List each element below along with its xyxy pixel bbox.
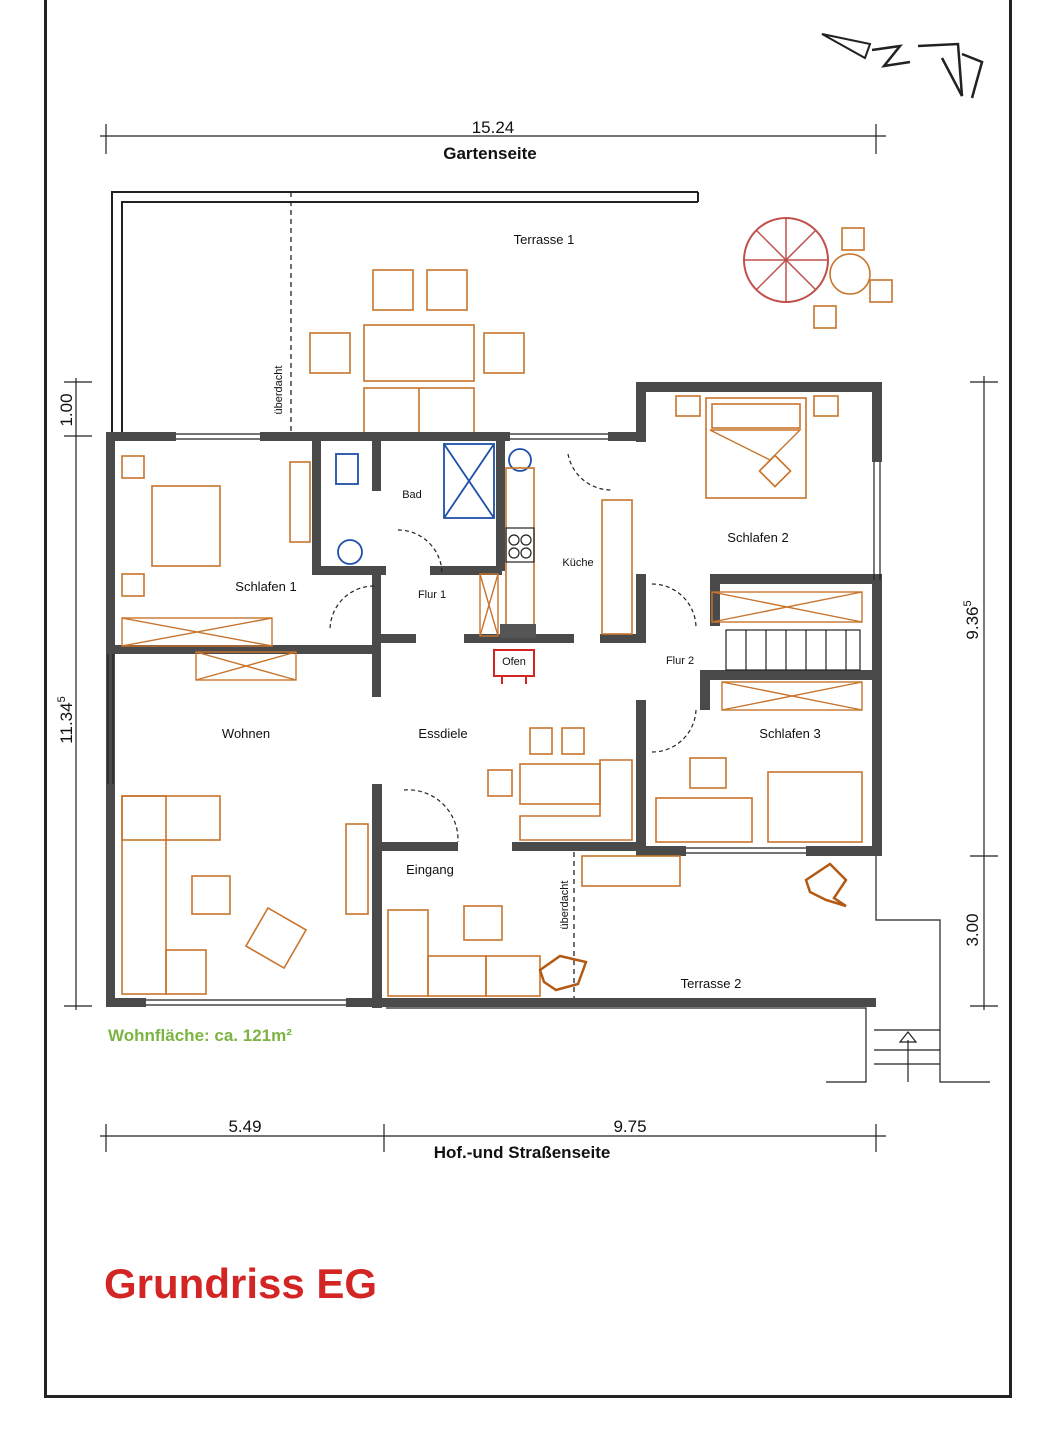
terrace-1-outline	[111, 191, 699, 436]
room-ofen: Ofen	[502, 656, 526, 668]
parasol-icon	[743, 217, 893, 329]
plan-title: Grundriss EG	[104, 1260, 377, 1307]
walls	[106, 382, 882, 1008]
room-schlafen-3: Schlafen 3	[759, 726, 820, 741]
dining-furniture	[487, 727, 633, 841]
dim-left-top: 1.00	[57, 393, 76, 426]
covered-label-1: überdacht	[273, 366, 285, 415]
doors	[329, 453, 697, 843]
north-arrow-icon	[821, 33, 984, 99]
room-wohnen: Wohnen	[222, 726, 270, 741]
room-flur-2: Flur 2	[666, 655, 694, 667]
covered-label-2: überdacht	[559, 881, 571, 930]
furniture-schlafen-3	[655, 681, 863, 843]
windows	[107, 433, 881, 1006]
room-schlafen-1: Schlafen 1	[235, 579, 296, 594]
room-bad: Bad	[402, 489, 422, 501]
room-schlafen-2: Schlafen 2	[727, 530, 788, 545]
dim-right-width: 9.75	[613, 1117, 646, 1136]
room-essdiele: Essdiele	[418, 726, 467, 741]
kitchen-units	[479, 467, 633, 638]
drawing-frame	[44, 0, 1012, 1398]
dim-left-width: 5.49	[228, 1117, 261, 1136]
dim-left-main: 11.345	[56, 696, 76, 743]
dim-right-main: 9.365	[962, 600, 982, 639]
bed-schlafen-1	[121, 455, 311, 681]
room-terrasse-1: Terrasse 1	[514, 232, 575, 247]
room-terrasse-2: Terrasse 2	[681, 976, 742, 991]
dimension-right	[970, 376, 998, 1010]
room-eingang: Eingang	[406, 862, 454, 877]
room-kueche: Küche	[562, 557, 593, 569]
entrance-furniture	[387, 855, 681, 997]
terrace-dining-set	[309, 269, 525, 437]
bathroom-fixtures	[335, 443, 532, 565]
bed-schlafen-2	[675, 395, 863, 623]
dim-right-bottom: 3.00	[963, 913, 982, 946]
staircase	[725, 629, 861, 671]
plant-icon	[538, 862, 848, 992]
dimension-bottom	[100, 1124, 886, 1152]
dimension-left	[64, 378, 92, 1010]
terrace-2-outline	[386, 852, 990, 1083]
dimension-top	[100, 124, 886, 154]
living-room-furniture	[121, 795, 369, 995]
room-flur-1: Flur 1	[418, 589, 446, 601]
stove-icon	[493, 649, 535, 684]
garden-side-label: Gartenseite	[443, 144, 537, 163]
living-area-note: Wohnfläche: ca. 121m²	[108, 1026, 292, 1045]
street-side-label: Hof.-und Straßenseite	[434, 1143, 611, 1162]
dim-total-width: 15.24	[472, 118, 515, 137]
